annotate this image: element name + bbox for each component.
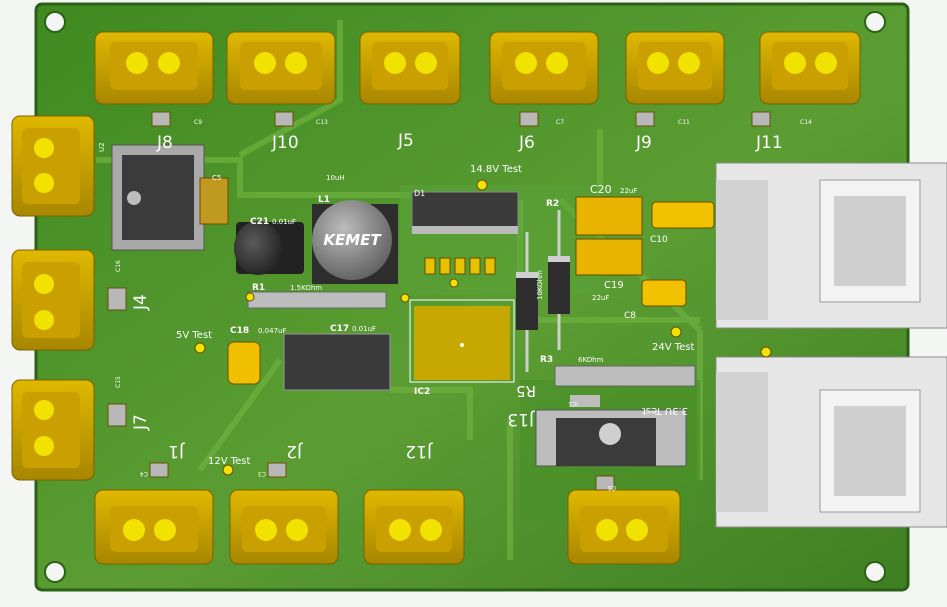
label-c19-value: 22uF [592,294,609,302]
connector-j5 [359,31,461,105]
port-bottom [715,356,947,528]
inductor-l1: KEMET [312,200,398,284]
label-c14: C14 [800,119,812,126]
label-c18-value: 0.047uF [258,327,287,335]
test-3v3: 3.3U Test [642,405,688,416]
resistor-r3 [554,365,696,387]
label-j8: J8 [156,133,173,153]
label-c7: C7 [556,119,564,126]
label-j9: J9 [635,133,652,153]
label-c15: C15 [115,376,122,388]
label-ic1: IC1 [568,400,578,407]
resistor-r1 [247,291,387,309]
label-d1: D1 [414,189,425,198]
smd-caps-left [107,287,127,427]
regulator-u2 [111,144,229,251]
label-c3: C3 [258,470,266,477]
label-ic2: IC2 [414,387,430,397]
label-r2: R2 [546,199,559,209]
label-c6: C6 [608,484,616,491]
label-j6: J6 [518,133,535,153]
label-c21-value: 0.01uF [272,218,296,226]
connector-j4 [11,249,95,351]
test-12v: 12V Test [208,456,251,467]
regulator-ic1 [535,395,687,467]
label-c17-value: 0.01uF [352,325,376,333]
test-24v: 24V Test [652,342,695,353]
connector-j12 [363,489,465,565]
label-r3-value: 6KOhm [578,356,604,364]
capacitor-c17 [283,333,391,391]
label-r5: R5 [516,382,536,400]
smd-caps-top [151,111,771,127]
label-r4-value: 10KOhm [536,270,544,300]
top-connectors [94,31,861,105]
label-c20-value: 22uF [620,187,637,195]
label-c11: C11 [678,119,690,126]
label-c17: C17 [330,324,349,334]
connector-j1 [94,489,214,565]
tantalum-caps [575,196,715,307]
label-l1-value: 10uH [326,174,345,182]
smd-caps-bottom [149,462,615,491]
left-connectors [11,115,95,481]
label-r3: R3 [540,355,553,365]
label-c8: C8 [624,311,636,321]
label-c4: C4 [140,470,148,477]
label-c10: C10 [650,235,668,245]
label-j2: J2 [286,441,303,461]
label-j11: J11 [755,133,783,153]
connector-j9 [625,31,725,105]
port-top [715,162,947,329]
connector-j10 [226,31,336,105]
connector-j13 [567,489,681,565]
label-j12: J12 [405,441,433,461]
capacitor-c21 [234,221,304,275]
connector-j6 [489,31,599,105]
test-5v: 5V Test [176,330,212,341]
label-j5: J5 [397,131,414,151]
label-r1-value: 1.5KOhm [290,284,322,292]
connector-j11 [759,31,861,105]
connector-j7 [11,379,95,481]
label-c18: C18 [230,326,249,336]
label-j7: J7 [131,414,151,431]
axial-diodes [516,210,570,372]
connector-j8 [94,31,214,105]
label-j1: J1 [168,441,185,461]
test-pads [194,179,772,476]
label-j13: J13 [507,409,535,429]
label-c19: C19 [604,280,624,291]
label-c20: C20 [590,183,612,196]
label-c5: C5 [212,174,221,182]
label-l1: L1 [318,195,330,205]
connector-u2 [11,115,95,217]
label-c9: C9 [194,119,202,126]
label-j10: J10 [271,133,299,153]
kemet-logo: KEMET [323,231,382,249]
test-14v8: 14.8V Test [470,164,522,175]
label-r1: R1 [252,283,265,293]
capacitor-c18 [227,341,261,385]
label-c21: C21 [250,217,269,227]
label-j4: J4 [131,294,151,311]
label-c16: C16 [115,260,122,272]
label-c13: C13 [316,119,328,126]
bottom-connectors [94,489,681,565]
diode-d1 [411,191,519,234]
mounting-holes [44,11,886,583]
smd-resistor-array [424,257,496,275]
connector-j2 [229,489,339,565]
label-u2: U2 [98,142,106,152]
ic2 [409,299,515,383]
